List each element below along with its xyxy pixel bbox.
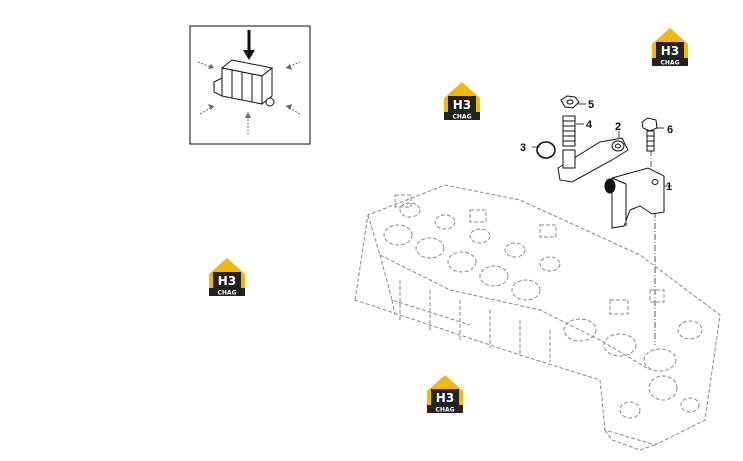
lock-nut (560, 95, 580, 109)
brand-logo-sub: CHAG (218, 290, 237, 297)
brand-logo-watermark: H3 CHAG (652, 28, 688, 67)
adjusting-screw (562, 115, 576, 147)
brand-logo-sub: CHAG (436, 407, 455, 414)
rocker-arm (557, 137, 629, 183)
bolt (641, 117, 658, 152)
cylinder-head (354, 184, 721, 451)
callout-4: 4 (586, 119, 593, 131)
callout-1: 1 (666, 181, 672, 193)
brand-logo-letters: H3 (436, 391, 454, 405)
brand-logo-watermark: H3 CHAG (444, 82, 480, 121)
brand-logo-sub: CHAG (453, 114, 472, 121)
brand-logo-letters: H3 (453, 98, 471, 112)
brand-logo-sub: CHAG (661, 60, 680, 67)
brand-logo-watermark: H3 CHAG (427, 375, 463, 414)
brand-logo-watermark: H3 CHAG (209, 258, 245, 297)
callout-2: 2 (615, 121, 621, 133)
callout-6: 6 (667, 124, 673, 136)
brand-logo-letters: H3 (218, 274, 236, 288)
snap-ring (536, 141, 556, 159)
inset-detail (189, 25, 311, 145)
brand-logo-letters: H3 (661, 44, 679, 58)
callout-3: 3 (520, 142, 526, 154)
leader-lines (532, 103, 672, 187)
rocker-support-bracket (604, 167, 665, 229)
callout-5: 5 (588, 99, 594, 111)
